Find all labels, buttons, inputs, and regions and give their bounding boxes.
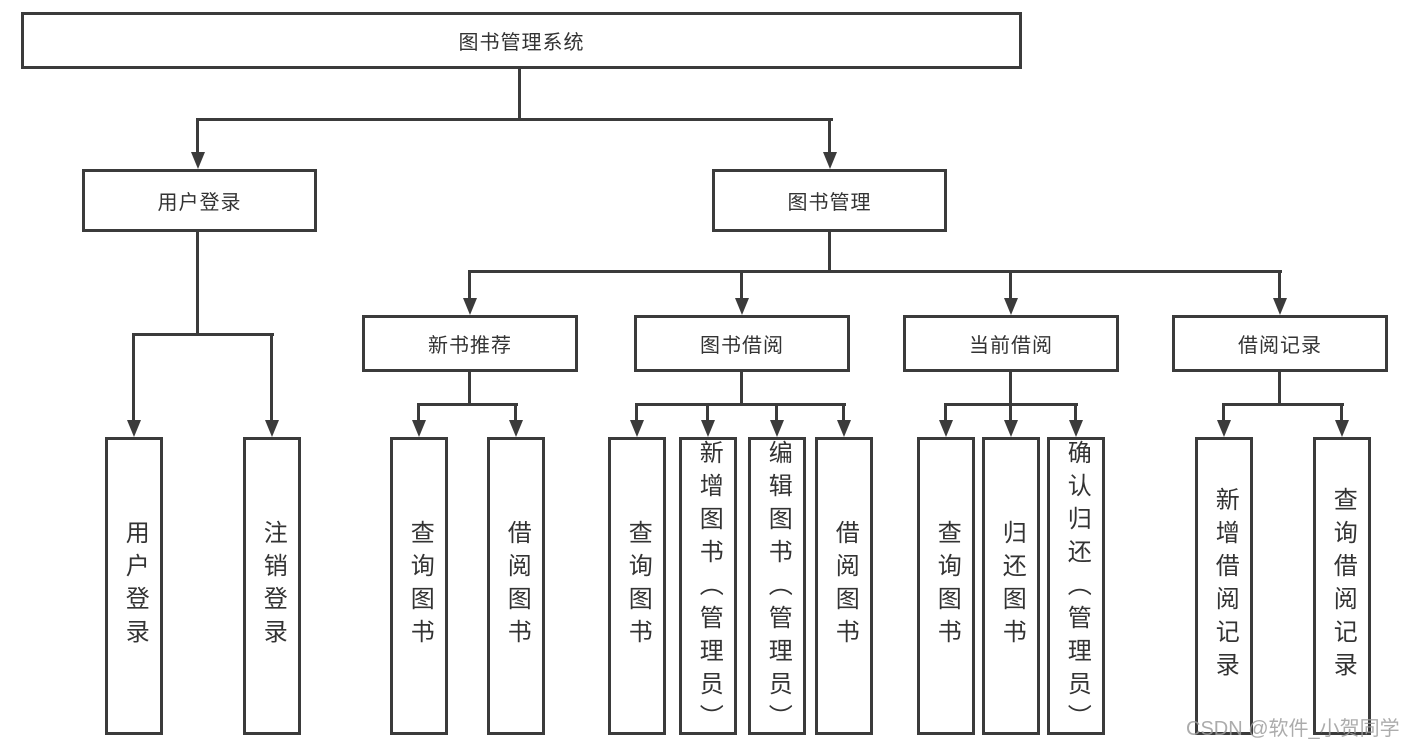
connector-line [417,403,518,406]
node-user-login-label: 用户登录 [157,192,242,214]
leaf-return-book: 归还图书 [982,437,1040,735]
arrow-down-icon [1217,420,1231,437]
node-root-label: 图书管理系统 [458,32,585,54]
arrow-down-icon [265,420,279,437]
connector-line [514,403,517,421]
connector-line [1340,403,1343,421]
leaf-query-book-borrow-label: 查询图书 [624,520,652,652]
connector-line [740,270,743,299]
arrow-down-icon [1004,420,1018,437]
connector-line [468,270,1282,273]
connector-line [518,69,521,121]
connector-line [468,372,471,406]
arrow-down-icon [939,420,953,437]
leaf-query-borrow-record-label: 查询借阅记录 [1329,487,1357,685]
connector-line [132,333,135,421]
node-user-login: 用户登录 [82,169,317,232]
connector-line [468,270,471,299]
leaf-query-book-current-label: 查询图书 [933,520,961,652]
connector-line [1222,403,1225,421]
leaf-borrow-book-recommend: 借阅图书 [487,437,545,735]
arrow-down-icon [735,298,749,315]
connector-line [196,118,199,153]
connector-line [740,372,743,406]
connector-line [196,118,833,121]
connector-line [1074,403,1077,421]
arrow-down-icon [463,298,477,315]
connector-line [775,403,778,421]
arrow-down-icon [1273,298,1287,315]
arrow-down-icon [630,420,644,437]
arrow-down-icon [1335,420,1349,437]
connector-line [1009,372,1012,406]
node-new-book-recommend-label: 新书推荐 [428,335,512,357]
arrow-down-icon [770,420,784,437]
leaf-user-login-label: 用户登录 [121,520,149,652]
leaf-add-book-admin-label: 新增图书（管理员） [695,440,723,737]
leaf-query-book-current: 查询图书 [917,437,975,735]
arrow-down-icon [191,152,205,169]
connector-line [1009,270,1012,299]
arrow-down-icon [837,420,851,437]
leaf-logout-label: 注销登录 [259,520,287,652]
node-borrow-records: 借阅记录 [1172,315,1388,372]
connector-line [270,333,273,421]
connector-line [706,403,709,421]
leaf-user-login: 用户登录 [105,437,163,735]
leaf-borrow-book: 借阅图书 [815,437,873,735]
arrow-down-icon [127,420,141,437]
arrow-down-icon [823,152,837,169]
connector-line [417,403,420,421]
connector-line [1009,403,1012,421]
arrow-down-icon [1004,298,1018,315]
connector-line [828,118,831,153]
leaf-edit-book-admin: 编辑图书（管理员） [748,437,806,737]
connector-line [635,403,638,421]
connector-line [842,403,845,421]
leaf-query-borrow-record: 查询借阅记录 [1313,437,1371,735]
connector-line [944,403,947,421]
node-book-management: 图书管理 [712,169,947,232]
leaf-add-borrow-record: 新增借阅记录 [1195,437,1253,735]
node-book-borrow: 图书借阅 [634,315,850,372]
node-root: 图书管理系统 [21,12,1022,69]
leaf-confirm-return-admin-label: 确认归还（管理员） [1063,440,1091,737]
leaf-borrow-book-label: 借阅图书 [831,520,859,652]
node-current-borrow: 当前借阅 [903,315,1119,372]
connector-line [1278,270,1281,299]
arrow-down-icon [1069,420,1083,437]
arrow-down-icon [509,420,523,437]
leaf-logout: 注销登录 [243,437,301,735]
leaf-query-book-recommend-label: 查询图书 [406,520,434,652]
connector-line [828,232,831,273]
leaf-edit-book-admin-label: 编辑图书（管理员） [764,440,792,737]
connector-line [132,333,274,336]
leaf-add-book-admin: 新增图书（管理员） [679,437,737,737]
leaf-add-borrow-record-label: 新增借阅记录 [1211,487,1239,685]
arrow-down-icon [701,420,715,437]
csdn-watermark: CSDN @软件_小贺同学 [1186,718,1400,740]
leaf-query-book-borrow: 查询图书 [608,437,666,735]
leaf-borrow-book-recommend-label: 借阅图书 [503,520,531,652]
node-new-book-recommend: 新书推荐 [362,315,578,372]
node-book-borrow-label: 图书借阅 [700,335,784,357]
node-book-management-label: 图书管理 [787,192,872,214]
leaf-query-book-recommend: 查询图书 [390,437,448,735]
connector-line [1222,403,1344,406]
leaf-confirm-return-admin: 确认归还（管理员） [1047,437,1105,737]
leaf-return-book-label: 归还图书 [998,520,1026,652]
node-current-borrow-label: 当前借阅 [969,335,1053,357]
arrow-down-icon [412,420,426,437]
connector-line [1278,372,1281,406]
connector-line [196,232,199,335]
node-borrow-records-label: 借阅记录 [1238,335,1322,357]
connector-line [635,403,846,406]
